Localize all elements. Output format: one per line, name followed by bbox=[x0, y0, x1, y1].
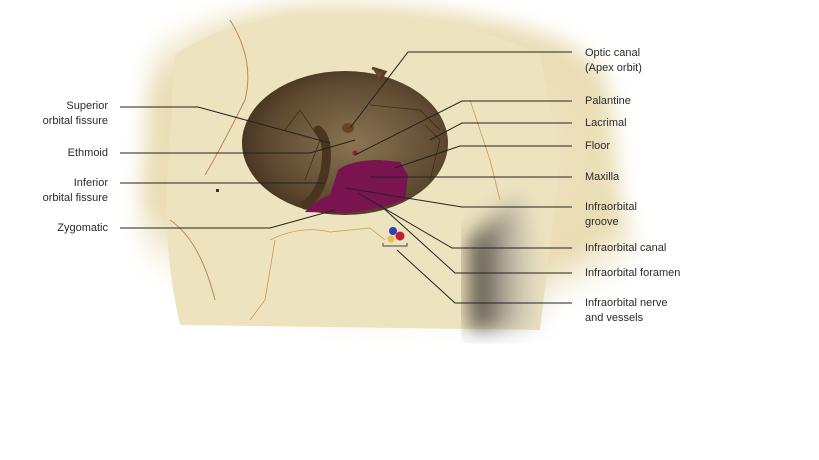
label-line: orbital fissure bbox=[42, 115, 108, 127]
label-line: Infraorbital nerve bbox=[585, 297, 668, 309]
label-line: Ethmoid bbox=[67, 147, 108, 159]
label-line: Superior bbox=[66, 100, 108, 112]
label-line: groove bbox=[585, 216, 619, 228]
label-infraorbital-foramen: Infraorbital foramen bbox=[585, 266, 680, 281]
maxilla-region bbox=[305, 160, 408, 213]
label-palantine: Palantine bbox=[585, 94, 631, 109]
label-infraorbital-canal: Infraorbital canal bbox=[585, 241, 666, 256]
label-line: Optic canal bbox=[585, 47, 641, 59]
label-infraorbital-groove: Infraorbital groove bbox=[585, 200, 637, 230]
label-superior-orbital-fissure: Superior orbital fissure bbox=[8, 99, 108, 129]
label-line: Infraorbital bbox=[585, 201, 637, 213]
label-line: Floor bbox=[585, 140, 611, 152]
label-line: orbital fissure bbox=[42, 192, 108, 204]
marker-dot bbox=[216, 189, 219, 192]
label-line: Inferior bbox=[73, 177, 108, 189]
label-line: Lacrimal bbox=[585, 117, 627, 129]
label-line: Infraorbital canal bbox=[585, 242, 667, 254]
label-optic-canal: Optic canal (Apex orbit) bbox=[585, 46, 642, 76]
label-line: and vessels bbox=[585, 312, 644, 324]
label-infraorbital-nerve-vessels: Infraorbital nerve and vessels bbox=[585, 296, 668, 326]
label-line: Palantine bbox=[585, 95, 631, 107]
label-line: (Apex orbit) bbox=[585, 62, 642, 74]
label-inferior-orbital-fissure: Inferior orbital fissure bbox=[8, 176, 108, 206]
label-line: Zygomatic bbox=[57, 222, 108, 234]
infraorbital-nerve-vessels bbox=[382, 227, 408, 247]
label-lacrimal: Lacrimal bbox=[585, 116, 627, 131]
label-line: Maxilla bbox=[585, 171, 620, 183]
label-zygomatic: Zygomatic bbox=[8, 221, 108, 236]
label-line: Infraorbital foramen bbox=[585, 267, 681, 279]
leader-lines bbox=[120, 51, 572, 304]
label-floor: Floor bbox=[585, 139, 610, 154]
label-maxilla: Maxilla bbox=[585, 170, 619, 185]
label-ethmoid: Ethmoid bbox=[8, 146, 108, 161]
